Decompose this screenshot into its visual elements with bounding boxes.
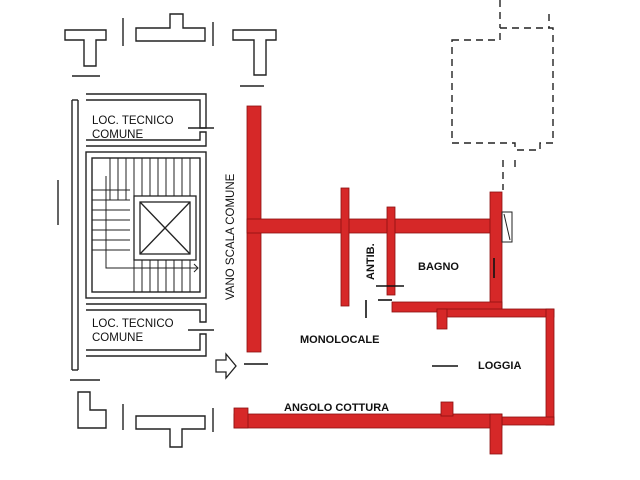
room-label-loc-tecnico-bottom-1: LOC. TECNICO (92, 318, 174, 330)
room-label-antib: ANTIB. (365, 243, 377, 280)
entrance-arrow-icon (215, 352, 237, 380)
room-label-bagno: BAGNO (418, 261, 459, 273)
staircase (92, 158, 199, 292)
room-label-monolocale: MONOLOCALE (300, 334, 379, 346)
surrounding-walls (57, 0, 554, 448)
room-label-loc-tecnico-top-2: COMUNE (92, 129, 143, 141)
room-label-angolo-cottura: ANGOLO COTTURA (284, 402, 389, 414)
apartment-walls (233, 105, 555, 455)
room-label-loggia: LOGGIA (478, 360, 521, 372)
door-markers (244, 258, 495, 367)
room-label-vano-scala: VANO SCALA COMUNE (225, 173, 237, 300)
room-label-loc-tecnico-bottom-2: COMUNE (92, 332, 143, 344)
elevator-shaft-icon (133, 195, 197, 261)
room-label-loc-tecnico-top-1: LOC. TECNICO (92, 115, 174, 127)
window-icon (501, 211, 513, 243)
